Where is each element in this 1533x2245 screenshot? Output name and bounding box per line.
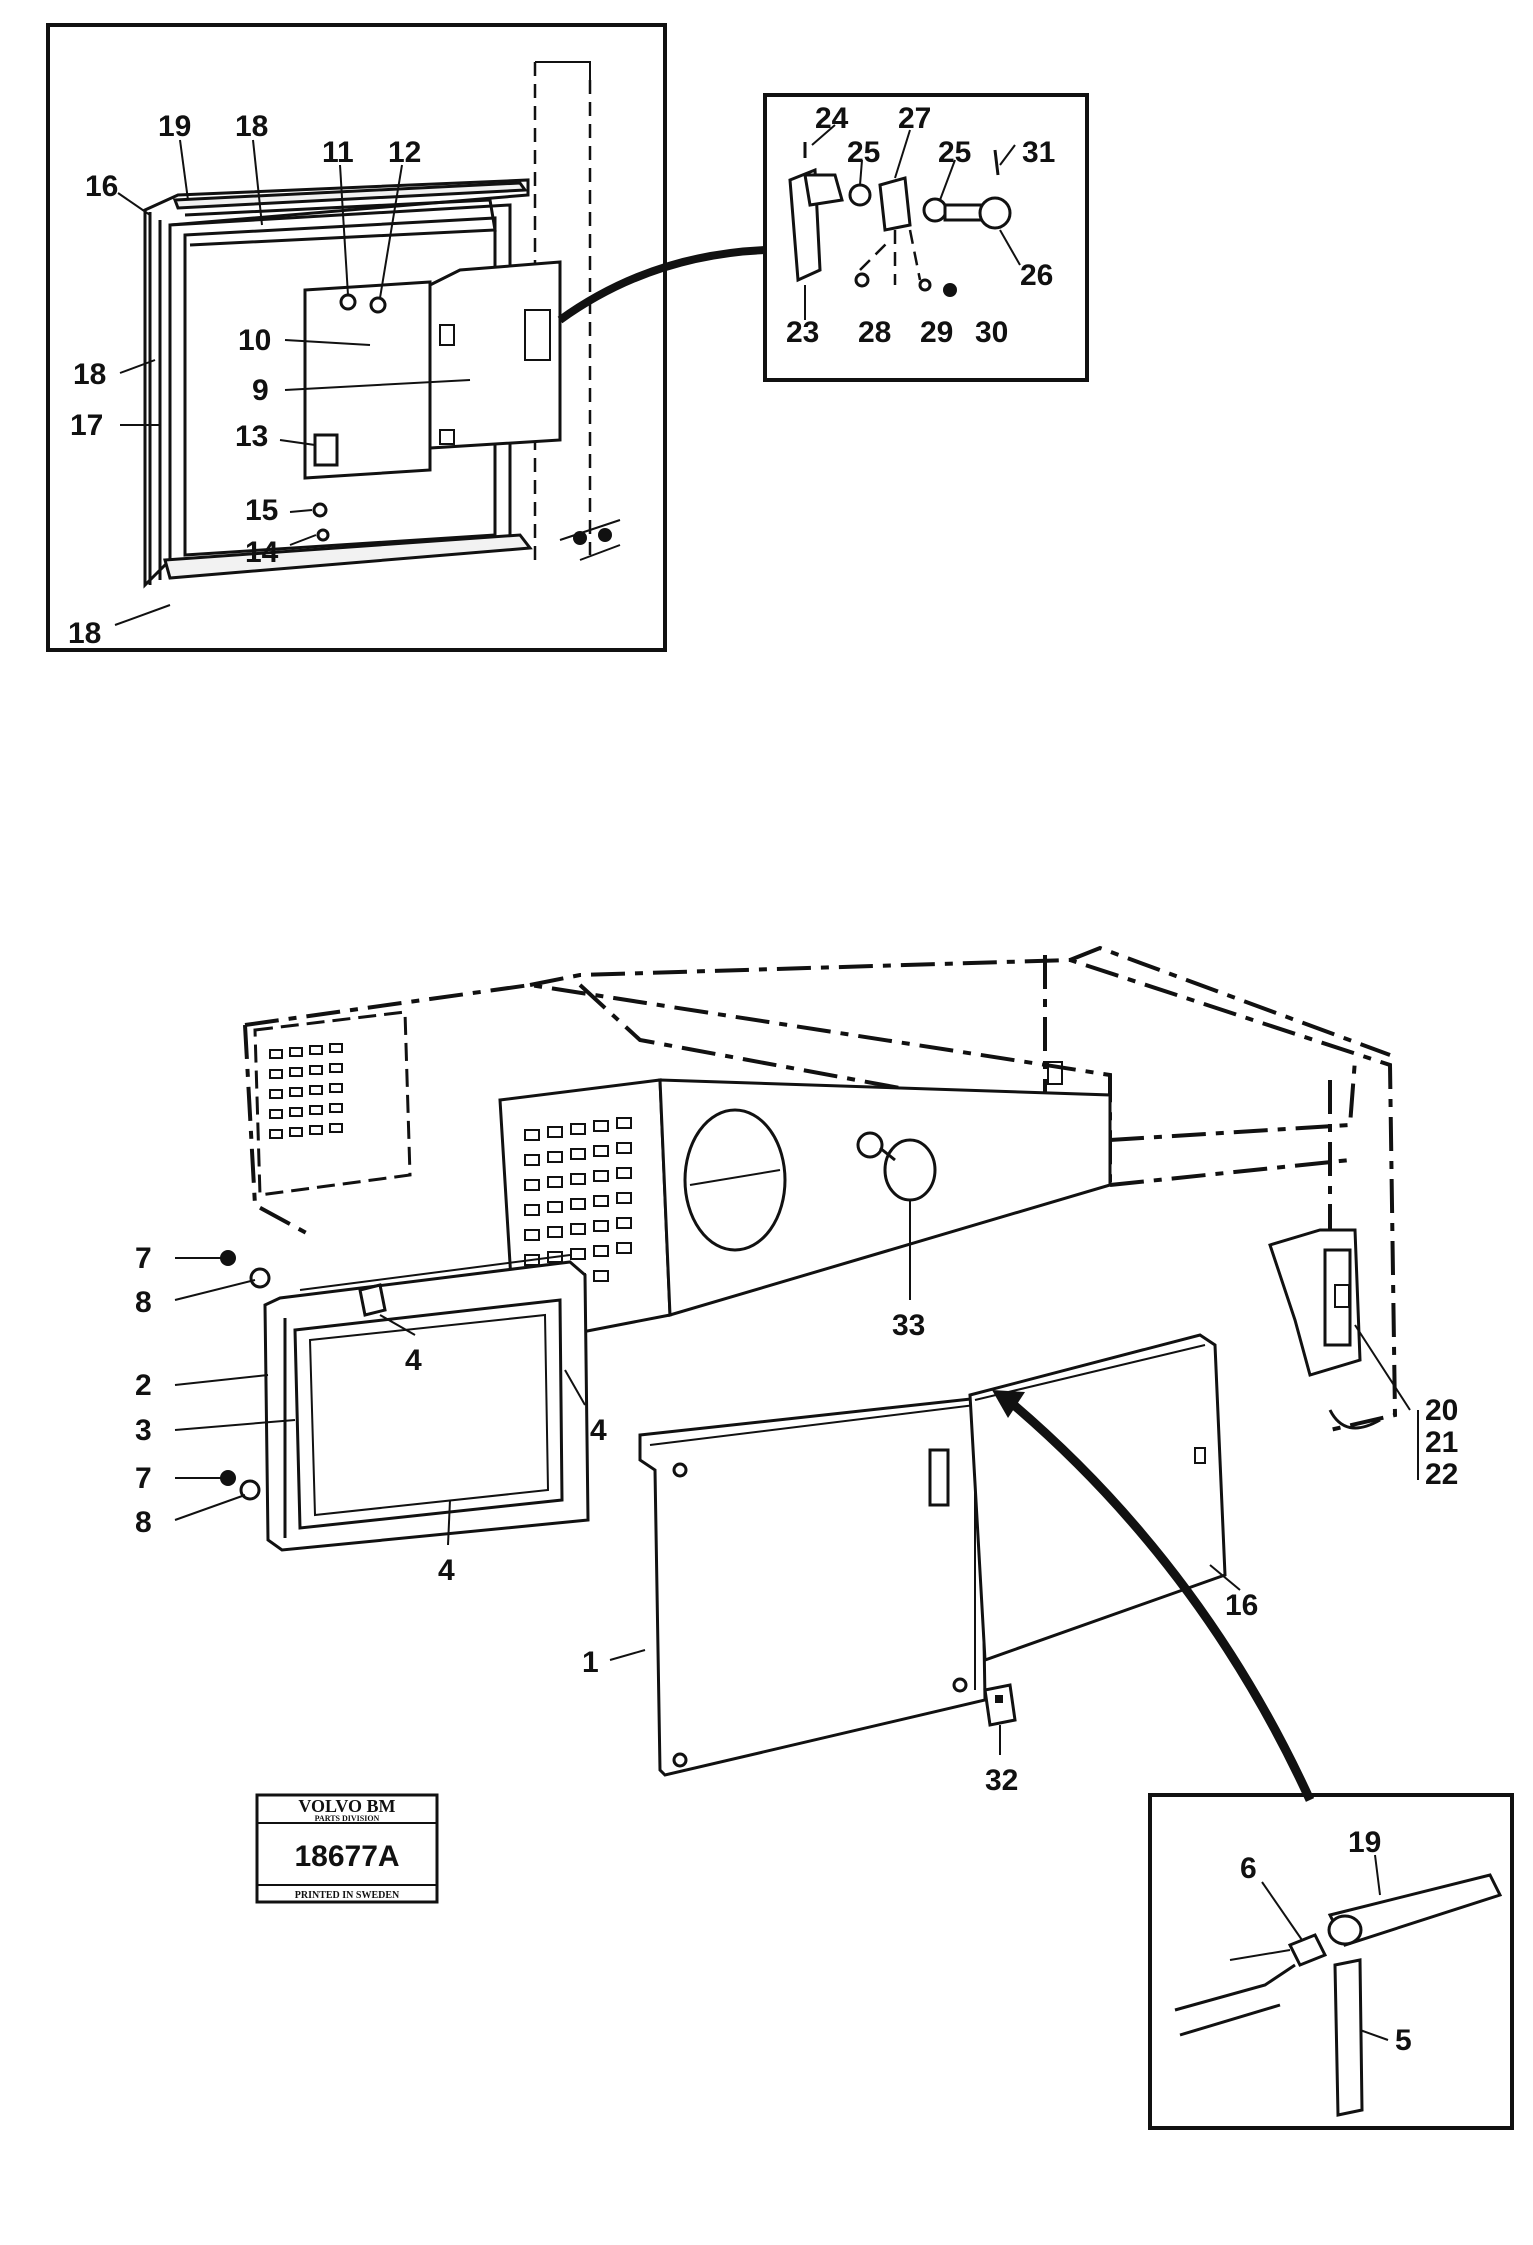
callout-6: 6 bbox=[1240, 1852, 1257, 1885]
drawing-stamp: VOLVO BM PARTS DIVISION 18677A PRINTED I… bbox=[255, 1793, 439, 1904]
callout-16: 16 bbox=[85, 170, 118, 203]
inset-hinge-callouts: 6 19 5 bbox=[1240, 1826, 1412, 2057]
callout-17: 17 bbox=[70, 409, 103, 442]
callout-26: 26 bbox=[1020, 259, 1053, 292]
connector-arrow bbox=[557, 246, 766, 324]
callout-20: 20 bbox=[1425, 1394, 1458, 1427]
callout-25: 25 bbox=[938, 136, 971, 169]
callout-4: 4 bbox=[590, 1414, 607, 1447]
callout-7: 7 bbox=[135, 1242, 152, 1275]
main-callouts: 7 8 4 2 3 4 7 8 4 33 20 21 22 16 1 32 bbox=[135, 1200, 1458, 1797]
left-grille bbox=[269, 1043, 343, 1139]
callout-4: 4 bbox=[405, 1344, 422, 1377]
callout-28: 28 bbox=[858, 316, 891, 349]
callout-5: 5 bbox=[1395, 2024, 1412, 2057]
callout-10: 10 bbox=[238, 324, 271, 357]
callout-15: 15 bbox=[245, 494, 278, 527]
callout-32: 32 bbox=[985, 1764, 1018, 1797]
callout-8: 8 bbox=[135, 1286, 152, 1319]
stamp-division: PARTS DIVISION bbox=[315, 1814, 380, 1823]
callout-11: 11 bbox=[322, 136, 354, 169]
stamp-printed: PRINTED IN SWEDEN bbox=[295, 1890, 400, 1901]
callout-14: 14 bbox=[245, 536, 279, 569]
inset-door-callouts: 19 18 11 12 16 10 9 18 17 13 15 14 18 bbox=[68, 110, 471, 650]
callout-16: 16 bbox=[1225, 1589, 1258, 1622]
callout-22: 22 bbox=[1425, 1458, 1458, 1491]
inset-latch-detail bbox=[763, 93, 1089, 382]
callout-1: 1 bbox=[582, 1646, 599, 1679]
main-assembly bbox=[220, 945, 1398, 1802]
callout-2: 2 bbox=[135, 1369, 152, 1402]
callout-30: 30 bbox=[975, 316, 1008, 349]
callout-27: 27 bbox=[898, 102, 931, 135]
callout-33: 33 bbox=[892, 1309, 925, 1342]
stamp-number: 18677A bbox=[294, 1840, 399, 1873]
stamp-brand: VOLVO BM bbox=[298, 1796, 395, 1816]
callout-7: 7 bbox=[135, 1462, 152, 1495]
callout-18: 18 bbox=[235, 110, 268, 143]
callout-29: 29 bbox=[920, 316, 953, 349]
callout-12: 12 bbox=[388, 136, 421, 169]
callout-31: 31 bbox=[1022, 136, 1055, 169]
callout-3: 3 bbox=[135, 1414, 152, 1447]
callout-23: 23 bbox=[786, 316, 819, 349]
callout-4: 4 bbox=[438, 1554, 455, 1587]
callout-18: 18 bbox=[68, 617, 101, 650]
inset-hinge-detail bbox=[1148, 1793, 1514, 2130]
inset-door-detail bbox=[46, 23, 667, 652]
callout-8: 8 bbox=[135, 1506, 152, 1539]
callout-24: 24 bbox=[815, 102, 849, 135]
callout-25: 25 bbox=[847, 136, 880, 169]
callout-21: 21 bbox=[1425, 1426, 1458, 1459]
callout-19: 19 bbox=[1348, 1826, 1381, 1859]
inset-latch-callouts: 24 27 25 25 31 26 23 28 29 30 bbox=[786, 102, 1055, 349]
callout-13: 13 bbox=[235, 420, 268, 453]
callout-19: 19 bbox=[158, 110, 191, 143]
callout-9: 9 bbox=[252, 374, 269, 407]
callout-18: 18 bbox=[73, 358, 106, 391]
